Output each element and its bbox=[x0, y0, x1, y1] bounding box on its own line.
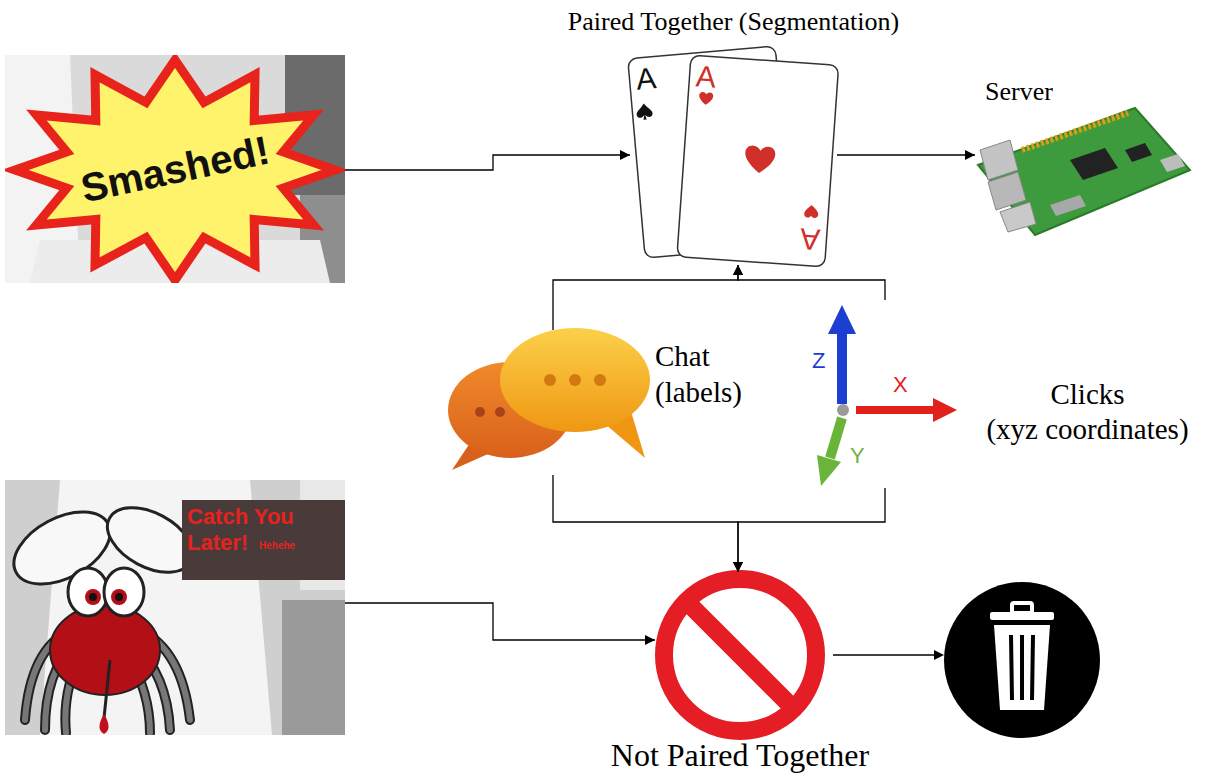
card-rank: A bbox=[695, 61, 717, 92]
axes-icon-part bbox=[828, 305, 856, 334]
server-board-part bbox=[1050, 195, 1086, 216]
prohibition-sign-part bbox=[686, 601, 794, 709]
heart-card bbox=[677, 55, 839, 267]
trash-icon-part bbox=[1012, 603, 1032, 613]
discard-arrow-part bbox=[833, 654, 934, 655]
chat-icon-box: Chat(labels) bbox=[445, 330, 650, 475]
axis-label: X bbox=[893, 374, 908, 396]
axes-icon-part bbox=[856, 406, 935, 414]
server-board-part bbox=[1022, 113, 1128, 150]
server-board-part bbox=[1000, 202, 1036, 232]
mosquito-screenshot-part bbox=[68, 568, 108, 616]
node-label: (xyz coordinates) bbox=[960, 413, 1215, 446]
chat-icon-part bbox=[495, 407, 505, 417]
chat-icon-part bbox=[594, 374, 606, 386]
card-rank: A bbox=[799, 223, 821, 254]
trash-icon-part bbox=[1032, 635, 1033, 700]
trash-icon-part bbox=[1011, 635, 1012, 700]
mosquito-screenshot-part bbox=[100, 714, 109, 734]
node-heading: Server bbox=[985, 77, 1053, 107]
smash-image: Smashed! bbox=[5, 55, 345, 283]
node-heading: Not Paired Together bbox=[611, 738, 869, 773]
discard-arrow-part bbox=[934, 650, 944, 660]
server-board-part bbox=[1160, 154, 1185, 172]
axes-icon-part bbox=[837, 404, 849, 416]
mosquito-screenshot bbox=[5, 480, 345, 735]
chat-icon-part bbox=[475, 407, 485, 417]
server-board bbox=[978, 108, 1190, 235]
discard-arrow bbox=[833, 650, 944, 660]
mosquito-screenshot-part bbox=[85, 589, 101, 605]
flow-arrow bbox=[738, 265, 885, 300]
axes-icon-part bbox=[837, 332, 847, 404]
prohibition-sign bbox=[664, 579, 816, 731]
heart-card-part bbox=[677, 55, 839, 267]
mosquito-image: Catch You Later!Hehehe bbox=[5, 480, 345, 735]
game-caption: Catch You Later! bbox=[187, 504, 315, 556]
axis-label: Z bbox=[812, 350, 825, 372]
smash-screenshot bbox=[5, 55, 345, 283]
mosquito-screenshot-part bbox=[104, 660, 110, 718]
server-board-part bbox=[978, 108, 1190, 235]
server-image: Server bbox=[975, 105, 1190, 238]
game-caption-small: Hehehe bbox=[259, 540, 295, 551]
trash-icon-part bbox=[990, 612, 1054, 620]
chat-icon-part bbox=[500, 328, 650, 432]
server-board-part bbox=[988, 172, 1026, 210]
mosquito-screenshot-part bbox=[282, 600, 345, 735]
chat-icon-part bbox=[569, 374, 581, 386]
smash-screenshot-part bbox=[5, 55, 345, 283]
heart-card-part bbox=[699, 92, 714, 106]
chat-icon-part bbox=[544, 374, 556, 386]
axis-label: Y bbox=[850, 445, 865, 467]
flow-arrow bbox=[553, 475, 738, 572]
axes-icon-part bbox=[933, 398, 957, 422]
mosquito-screenshot-part bbox=[89, 593, 97, 601]
trash-icon bbox=[944, 582, 1100, 738]
heart-card-part bbox=[744, 145, 776, 174]
mosquito-screenshot-part bbox=[50, 605, 160, 695]
mosquito-screenshot-part bbox=[104, 568, 144, 616]
flow-arrow bbox=[345, 603, 655, 640]
trash-icon-part bbox=[1020, 635, 1024, 700]
card-rank: A bbox=[635, 63, 658, 95]
flow-arrow bbox=[345, 155, 630, 170]
mosquito-screenshot-part bbox=[111, 589, 127, 605]
smash-screenshot-part bbox=[15, 60, 335, 280]
flow-arrow bbox=[553, 265, 738, 330]
prohibition-sign-part bbox=[664, 579, 816, 731]
mosquito-screenshot-part bbox=[182, 500, 345, 580]
flow-arrow bbox=[738, 488, 885, 572]
node-label: Chat bbox=[655, 340, 710, 373]
heart-card-part bbox=[804, 205, 819, 219]
server-board-part bbox=[1070, 148, 1118, 180]
node-label: (labels) bbox=[655, 376, 742, 409]
burst-text: Smashed! bbox=[77, 128, 273, 211]
prohibition-box: Not Paired Together bbox=[655, 572, 825, 742]
flow-arrow bbox=[837, 154, 975, 155]
spade-card-part bbox=[636, 103, 653, 120]
trash-icon-part bbox=[994, 625, 1050, 710]
server-board-part bbox=[1125, 143, 1152, 162]
axes-icon bbox=[817, 305, 957, 486]
axes-icon-part bbox=[830, 418, 842, 458]
mosquito-screenshot-part bbox=[115, 593, 123, 601]
axes-icon-part bbox=[817, 455, 841, 486]
node-heading: Paired Together (Segmentation) bbox=[568, 6, 899, 37]
axes-icon-box: Clicks(xyz coordinates) bbox=[800, 300, 960, 488]
chat-icon bbox=[448, 328, 650, 470]
node-label: Clicks bbox=[960, 378, 1215, 411]
trash-icon-part bbox=[944, 582, 1100, 738]
